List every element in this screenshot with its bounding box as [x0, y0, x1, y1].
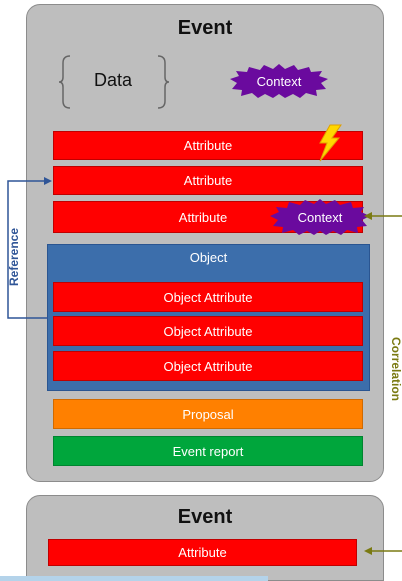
event-report-bar: Event report	[53, 436, 363, 466]
proposal-bar: Proposal	[53, 399, 363, 429]
left-brace-icon	[58, 55, 71, 109]
correlation-label: Correlation	[389, 336, 402, 401]
attribute-label-2: Attribute	[183, 173, 233, 188]
proposal-label: Proposal	[182, 406, 234, 422]
bottom-strip	[0, 576, 268, 581]
correlation-arrow-icon	[364, 212, 402, 555]
lightning-icon	[319, 124, 342, 162]
attribute-label-1: Attribute	[183, 138, 233, 153]
attribute-label-3: Attribute	[178, 209, 228, 225]
attribute-context-label: Context	[297, 210, 343, 225]
object-attribute-bar-2: Object Attribute	[53, 316, 363, 346]
event-main-title: Event	[177, 17, 233, 39]
attribute-context-starburst-icon	[270, 199, 370, 235]
reference-label: Reference	[7, 227, 21, 287]
object-attribute-bar-1: Object Attribute	[53, 282, 363, 312]
object-attribute-label-3: Object Attribute	[163, 358, 253, 374]
event-second-attribute-bar: Attribute	[48, 539, 357, 566]
event-report-label: Event report	[172, 443, 244, 459]
attribute-bar-1: Attribute	[53, 131, 363, 160]
context-label: Context	[256, 74, 302, 89]
event-second-attribute-label: Attribute	[178, 545, 227, 560]
object-attribute-label-1: Object Attribute	[163, 289, 253, 305]
object-attribute-label-2: Object Attribute	[163, 323, 253, 339]
event-second-box: Event	[26, 495, 384, 581]
right-brace-icon	[157, 55, 170, 109]
data-label: Data	[94, 70, 133, 90]
context-starburst-icon	[230, 64, 328, 98]
object-attribute-bar-3: Object Attribute	[53, 351, 363, 381]
event-second-title: Event	[177, 506, 233, 528]
object-title: Object	[189, 250, 228, 265]
attribute-bar-2: Attribute	[53, 166, 363, 195]
reference-arrow-icon	[7, 177, 52, 319]
